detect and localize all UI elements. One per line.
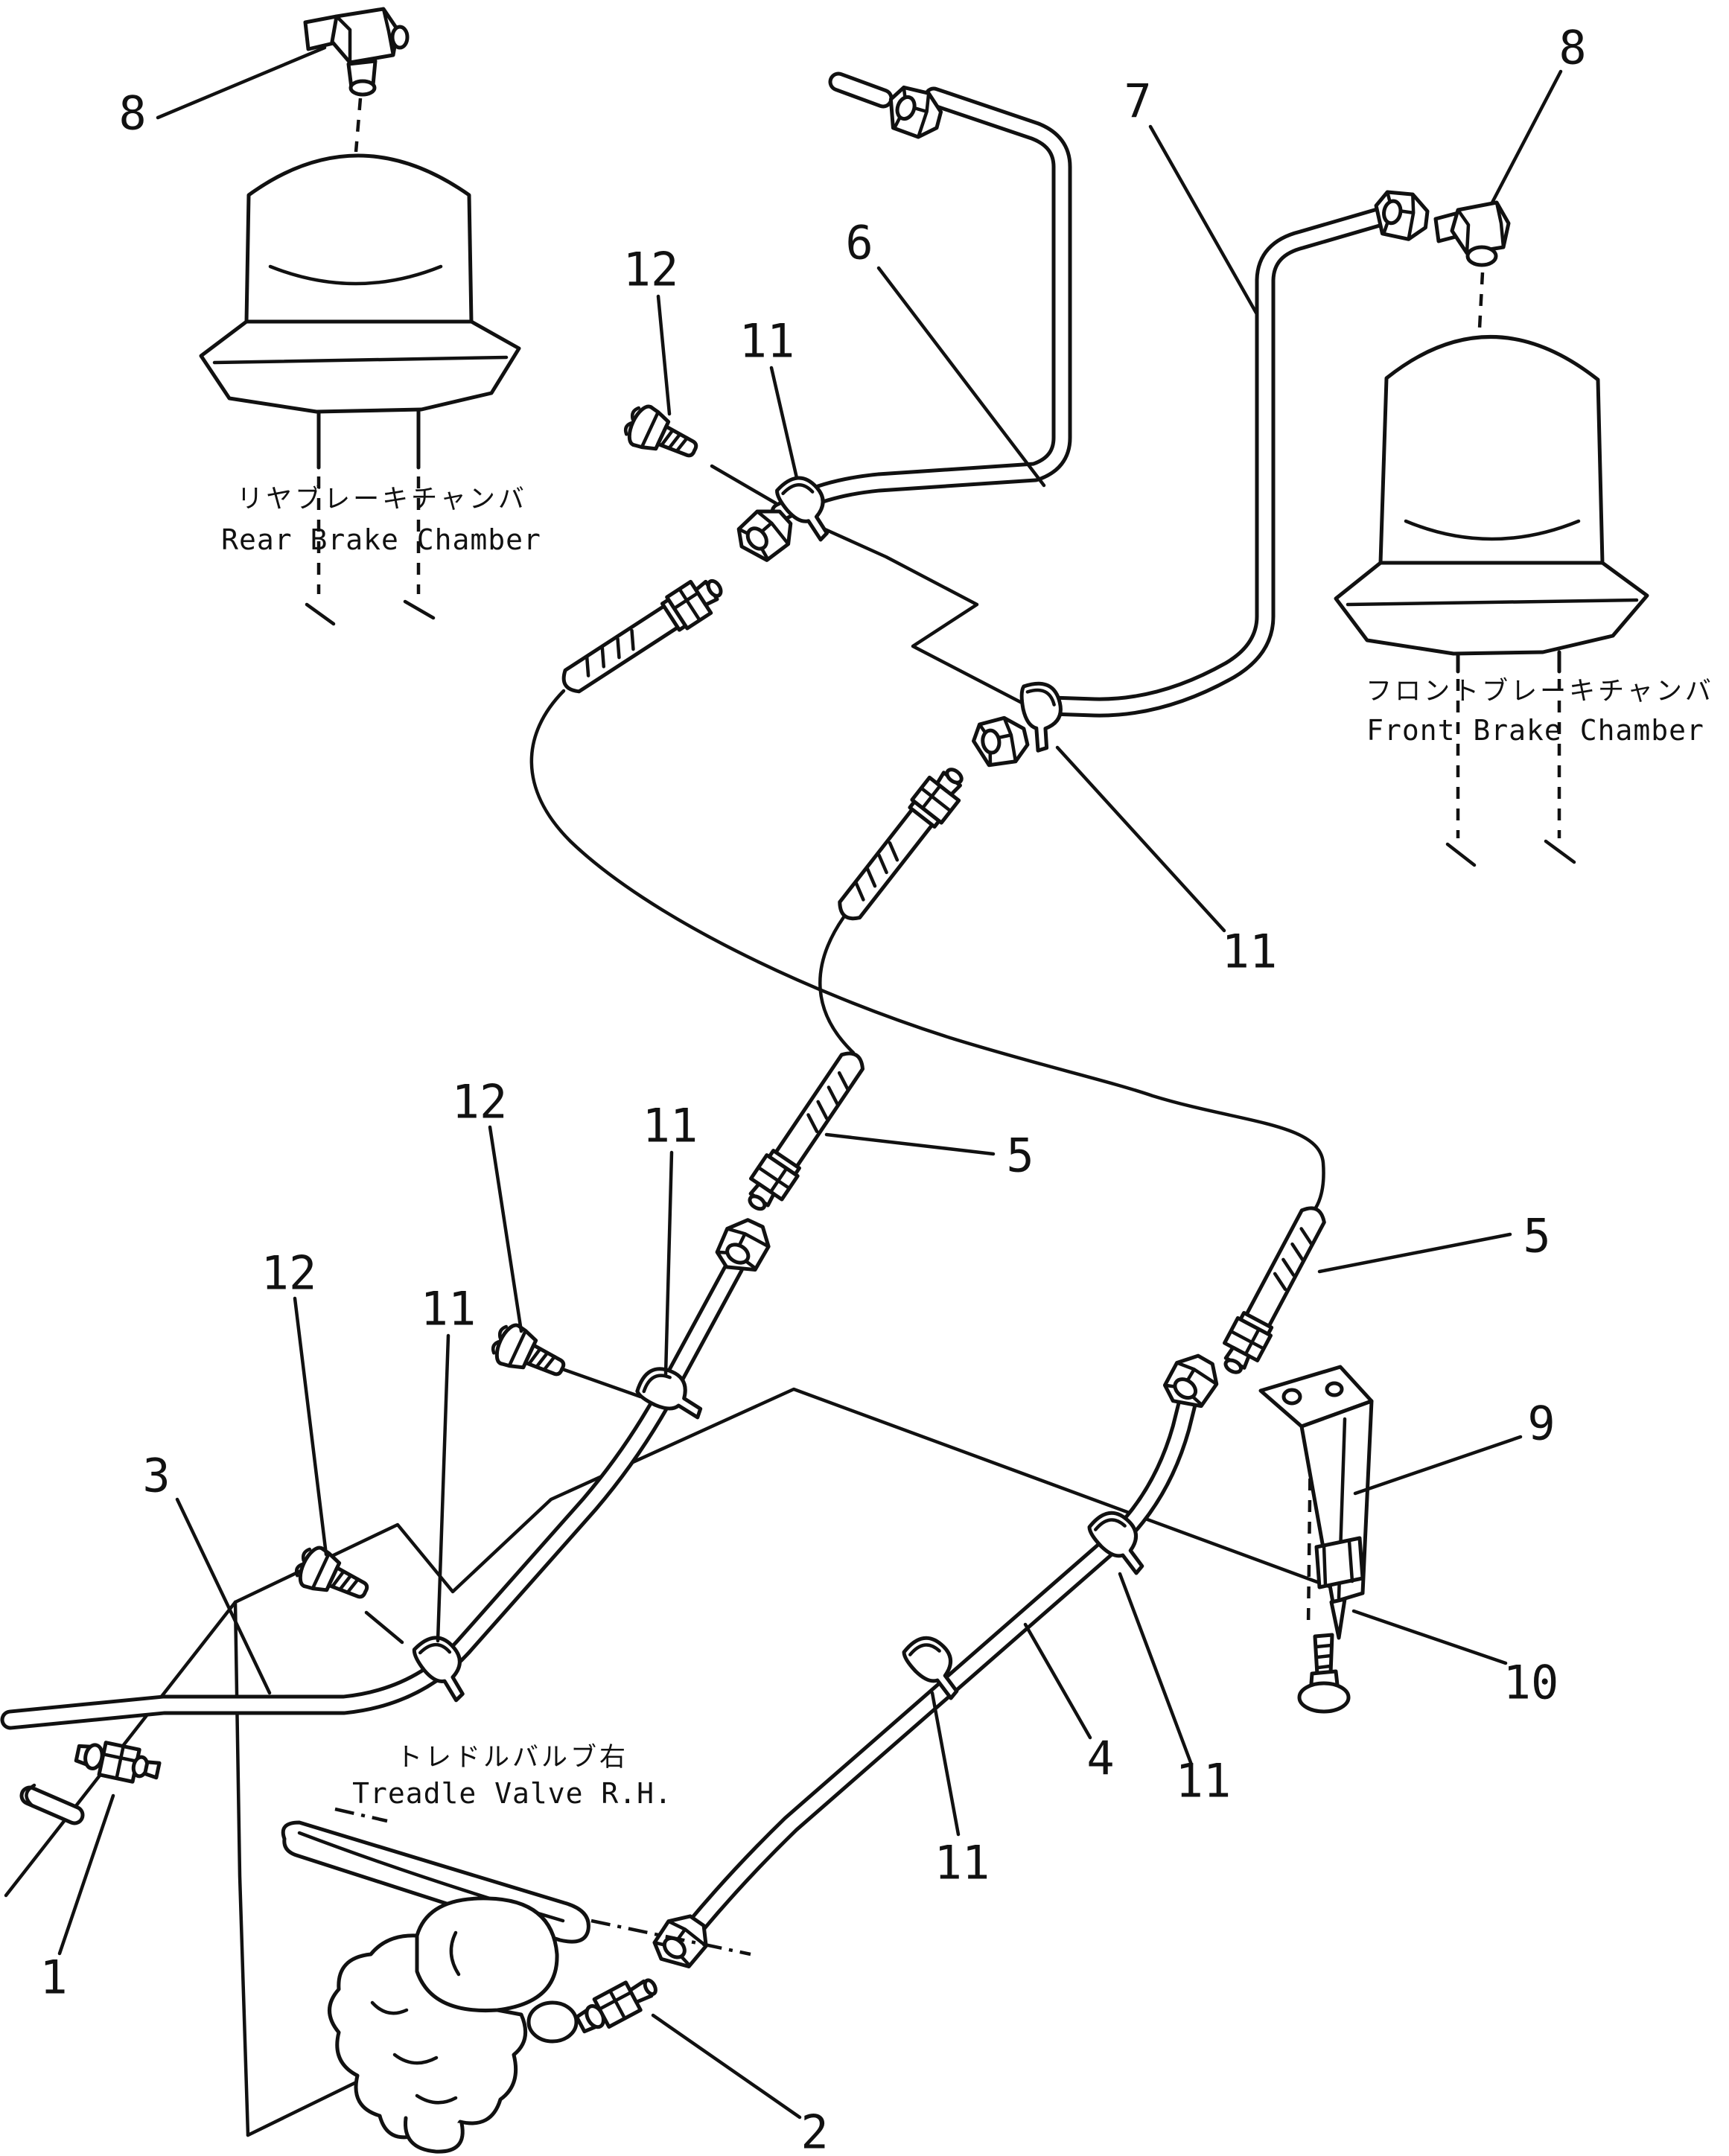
hose-5-rear (739, 1045, 872, 1217)
bolt-12-upper (621, 401, 704, 469)
hose-upper (555, 570, 729, 701)
leader-part-11-8 (663, 1150, 674, 1377)
callout-part-12-11: 12 (261, 1246, 317, 1301)
front-brake-chamber (1334, 200, 1649, 867)
rear-chamber-stem (305, 408, 436, 626)
pipe-7 (1041, 205, 1394, 718)
nut-junction-middle (971, 715, 1030, 767)
leader-part-11-12 (436, 1333, 450, 1643)
callout-part-8-1: 8 (1558, 21, 1586, 75)
hose-5-front (1214, 1201, 1333, 1380)
callout-part-11-5: 11 (739, 314, 795, 369)
elbow-fitting-8-front (1433, 200, 1511, 267)
callout-part-10-17: 10 (1503, 1656, 1559, 1710)
hoses (555, 570, 1333, 1380)
callout-part-1-19: 1 (39, 1951, 67, 2005)
callout-part-11-18: 11 (934, 1836, 990, 1890)
bolt-axis-line-b (364, 1610, 404, 1645)
elbow-fitting-8-rear (303, 7, 410, 97)
pipe-6 (770, 71, 1072, 523)
callout-part-11-8: 11 (643, 1099, 698, 1153)
callout-part-4-16: 4 (1086, 1732, 1114, 1786)
callout-part-5-10: 5 (1523, 1209, 1550, 1263)
front-chamber-seam (1404, 519, 1581, 541)
callout-part-12-4: 12 (623, 243, 679, 297)
bolt-axis-line-a (562, 1368, 643, 1399)
leader-lines (57, 45, 1563, 2120)
hose-middle (830, 761, 972, 928)
front-chamber-label-en: Front Brake Chamber (1366, 714, 1704, 747)
leader-part-7-2 (1148, 124, 1259, 316)
leader-part-11-15 (1118, 1572, 1194, 1767)
leader-part-10-17 (1351, 1609, 1508, 1665)
panel-zigzag-upper (808, 520, 1030, 708)
nut-pipe4-top (1158, 1347, 1225, 1416)
leader-part-11-5 (769, 366, 799, 480)
tube-run-to-front-hose (529, 689, 1325, 1211)
front-chamber-stem (1445, 650, 1576, 867)
leader-part-4-16 (1023, 1622, 1092, 1740)
leader-part-2-20 (651, 2013, 802, 2120)
front-chamber-flange (1334, 561, 1649, 656)
fitting-1 (74, 1741, 162, 1784)
callout-part-8-0: 8 (118, 86, 146, 141)
treadle-valve-label-en: Treadle Valve R.H. (352, 1777, 672, 1810)
nut-pipe3-top (710, 1212, 775, 1280)
front-chamber-label-jp: フロントブレーキチャンバ (1366, 677, 1714, 707)
rear-chamber-label-en: Rear Brake Chamber (221, 523, 541, 556)
tube-run-to-rear-hose (818, 915, 856, 1055)
callout-part-2-20: 2 (800, 2105, 828, 2156)
bolt-axis-line-top (710, 464, 778, 505)
nut-pipe7-top (1371, 188, 1432, 242)
callout-part-12-7: 12 (452, 1075, 508, 1129)
component-labels: リヤブレーキチャンバ Rear Brake Chamber フロントブレーキチャ… (221, 485, 1714, 1810)
fitting-2 (575, 1978, 657, 2034)
leader-part-8-1 (1490, 69, 1563, 205)
leader-part-5-10 (1317, 1232, 1512, 1274)
leader-part-1-19 (57, 1793, 115, 1956)
fit-line-rear (354, 98, 363, 153)
panel-edge-right (233, 1600, 250, 2137)
treadle-valve-label-jp: トレドルバルブ右 (396, 1743, 628, 1773)
bracket-9 (1258, 1365, 1374, 1640)
clamps (410, 470, 1157, 1706)
pipe-3-end-stub (19, 1783, 85, 1825)
rear-chamber-body (244, 153, 474, 324)
rear-chamber-flange (199, 319, 521, 414)
rear-chamber-label-jp: リヤブレーキチャンバ (237, 485, 527, 514)
valve-body (328, 1896, 579, 2154)
leader-part-6-3 (876, 266, 1046, 488)
callout-part-3-13: 3 (142, 1449, 170, 1503)
callout-part-11-15: 11 (1176, 1754, 1232, 1808)
leader-part-5-9 (824, 1132, 996, 1156)
leader-part-12-7 (488, 1125, 523, 1333)
bolt-12-b (292, 1543, 375, 1610)
front-chamber-body (1378, 335, 1605, 565)
leader-part-11-18 (930, 1691, 961, 1837)
callout-part-6-3: 6 (845, 216, 873, 270)
callout-part-7-2: 7 (1124, 74, 1151, 129)
leader-part-8-0 (156, 45, 327, 120)
bolt-10 (1297, 1633, 1351, 1714)
leader-part-11-6 (1055, 745, 1226, 933)
treadle-valve (281, 1807, 751, 2154)
callout-part-11-12: 11 (421, 1282, 477, 1336)
callout-part-9-14: 9 (1527, 1397, 1555, 1451)
leader-part-12-11 (293, 1296, 328, 1557)
leader-part-12-4 (656, 294, 672, 416)
fit-line-front (1477, 272, 1485, 343)
leader-part-3-13 (175, 1497, 272, 1695)
rear-chamber-seam (268, 264, 443, 286)
callout-part-5-9: 5 (1006, 1129, 1034, 1183)
callout-part-11-6: 11 (1222, 925, 1278, 979)
pipe-3 (0, 1257, 745, 1730)
leader-part-9-14 (1353, 1435, 1523, 1496)
rear-brake-chamber (199, 7, 521, 626)
bolt-12-a (488, 1320, 571, 1388)
panel-zigzag-lower (233, 1387, 1334, 1604)
